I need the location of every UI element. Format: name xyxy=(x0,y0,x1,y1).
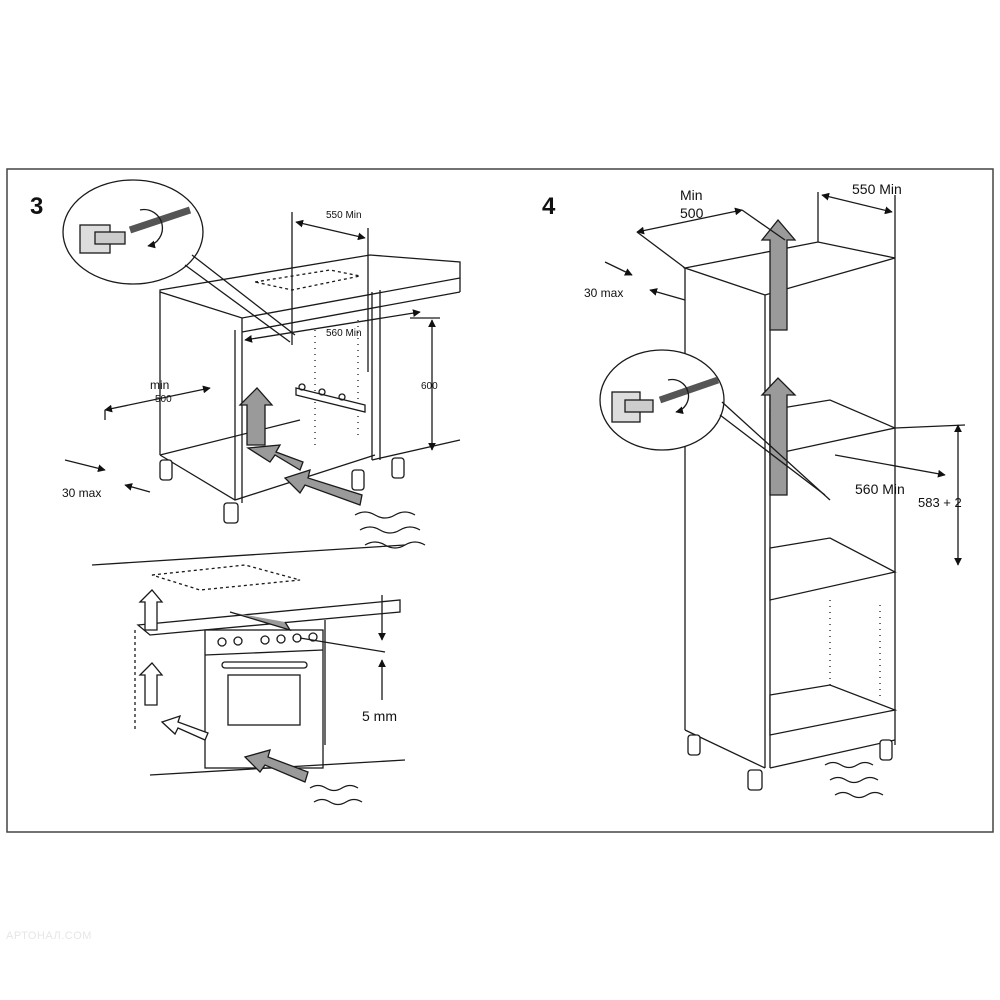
p3-dim-600: 600 xyxy=(421,381,438,392)
p4-dim-550-min: 550 Min xyxy=(852,181,902,197)
p4-dim-500: 500 xyxy=(680,205,704,221)
p3-dim-30-max: 30 max xyxy=(62,486,101,500)
diagram-frame xyxy=(6,168,994,833)
p4-dim-30-max: 30 max xyxy=(584,286,623,300)
watermark-text: АРТОНАЛ.COM xyxy=(6,930,92,942)
p3-dim-500: 500 xyxy=(155,394,172,405)
p3-dim-min: min xyxy=(150,378,169,392)
panel-4 xyxy=(599,192,966,799)
panel-3-oven-detail xyxy=(91,544,406,806)
p4-dim-560-min: 560 Min xyxy=(855,481,905,497)
p3-dim-5-mm: 5 mm xyxy=(362,708,397,724)
p4-dim-583: 583 + 2 xyxy=(918,495,962,510)
p3-dim-560-min: 560 Min xyxy=(326,328,362,339)
p3-dim-550-min: 550 Min xyxy=(326,210,362,221)
panel-3 xyxy=(62,179,461,549)
step-4-number: 4 xyxy=(542,193,556,220)
p4-dim-min: Min xyxy=(680,187,703,203)
step-3-number: 3 xyxy=(30,193,43,220)
